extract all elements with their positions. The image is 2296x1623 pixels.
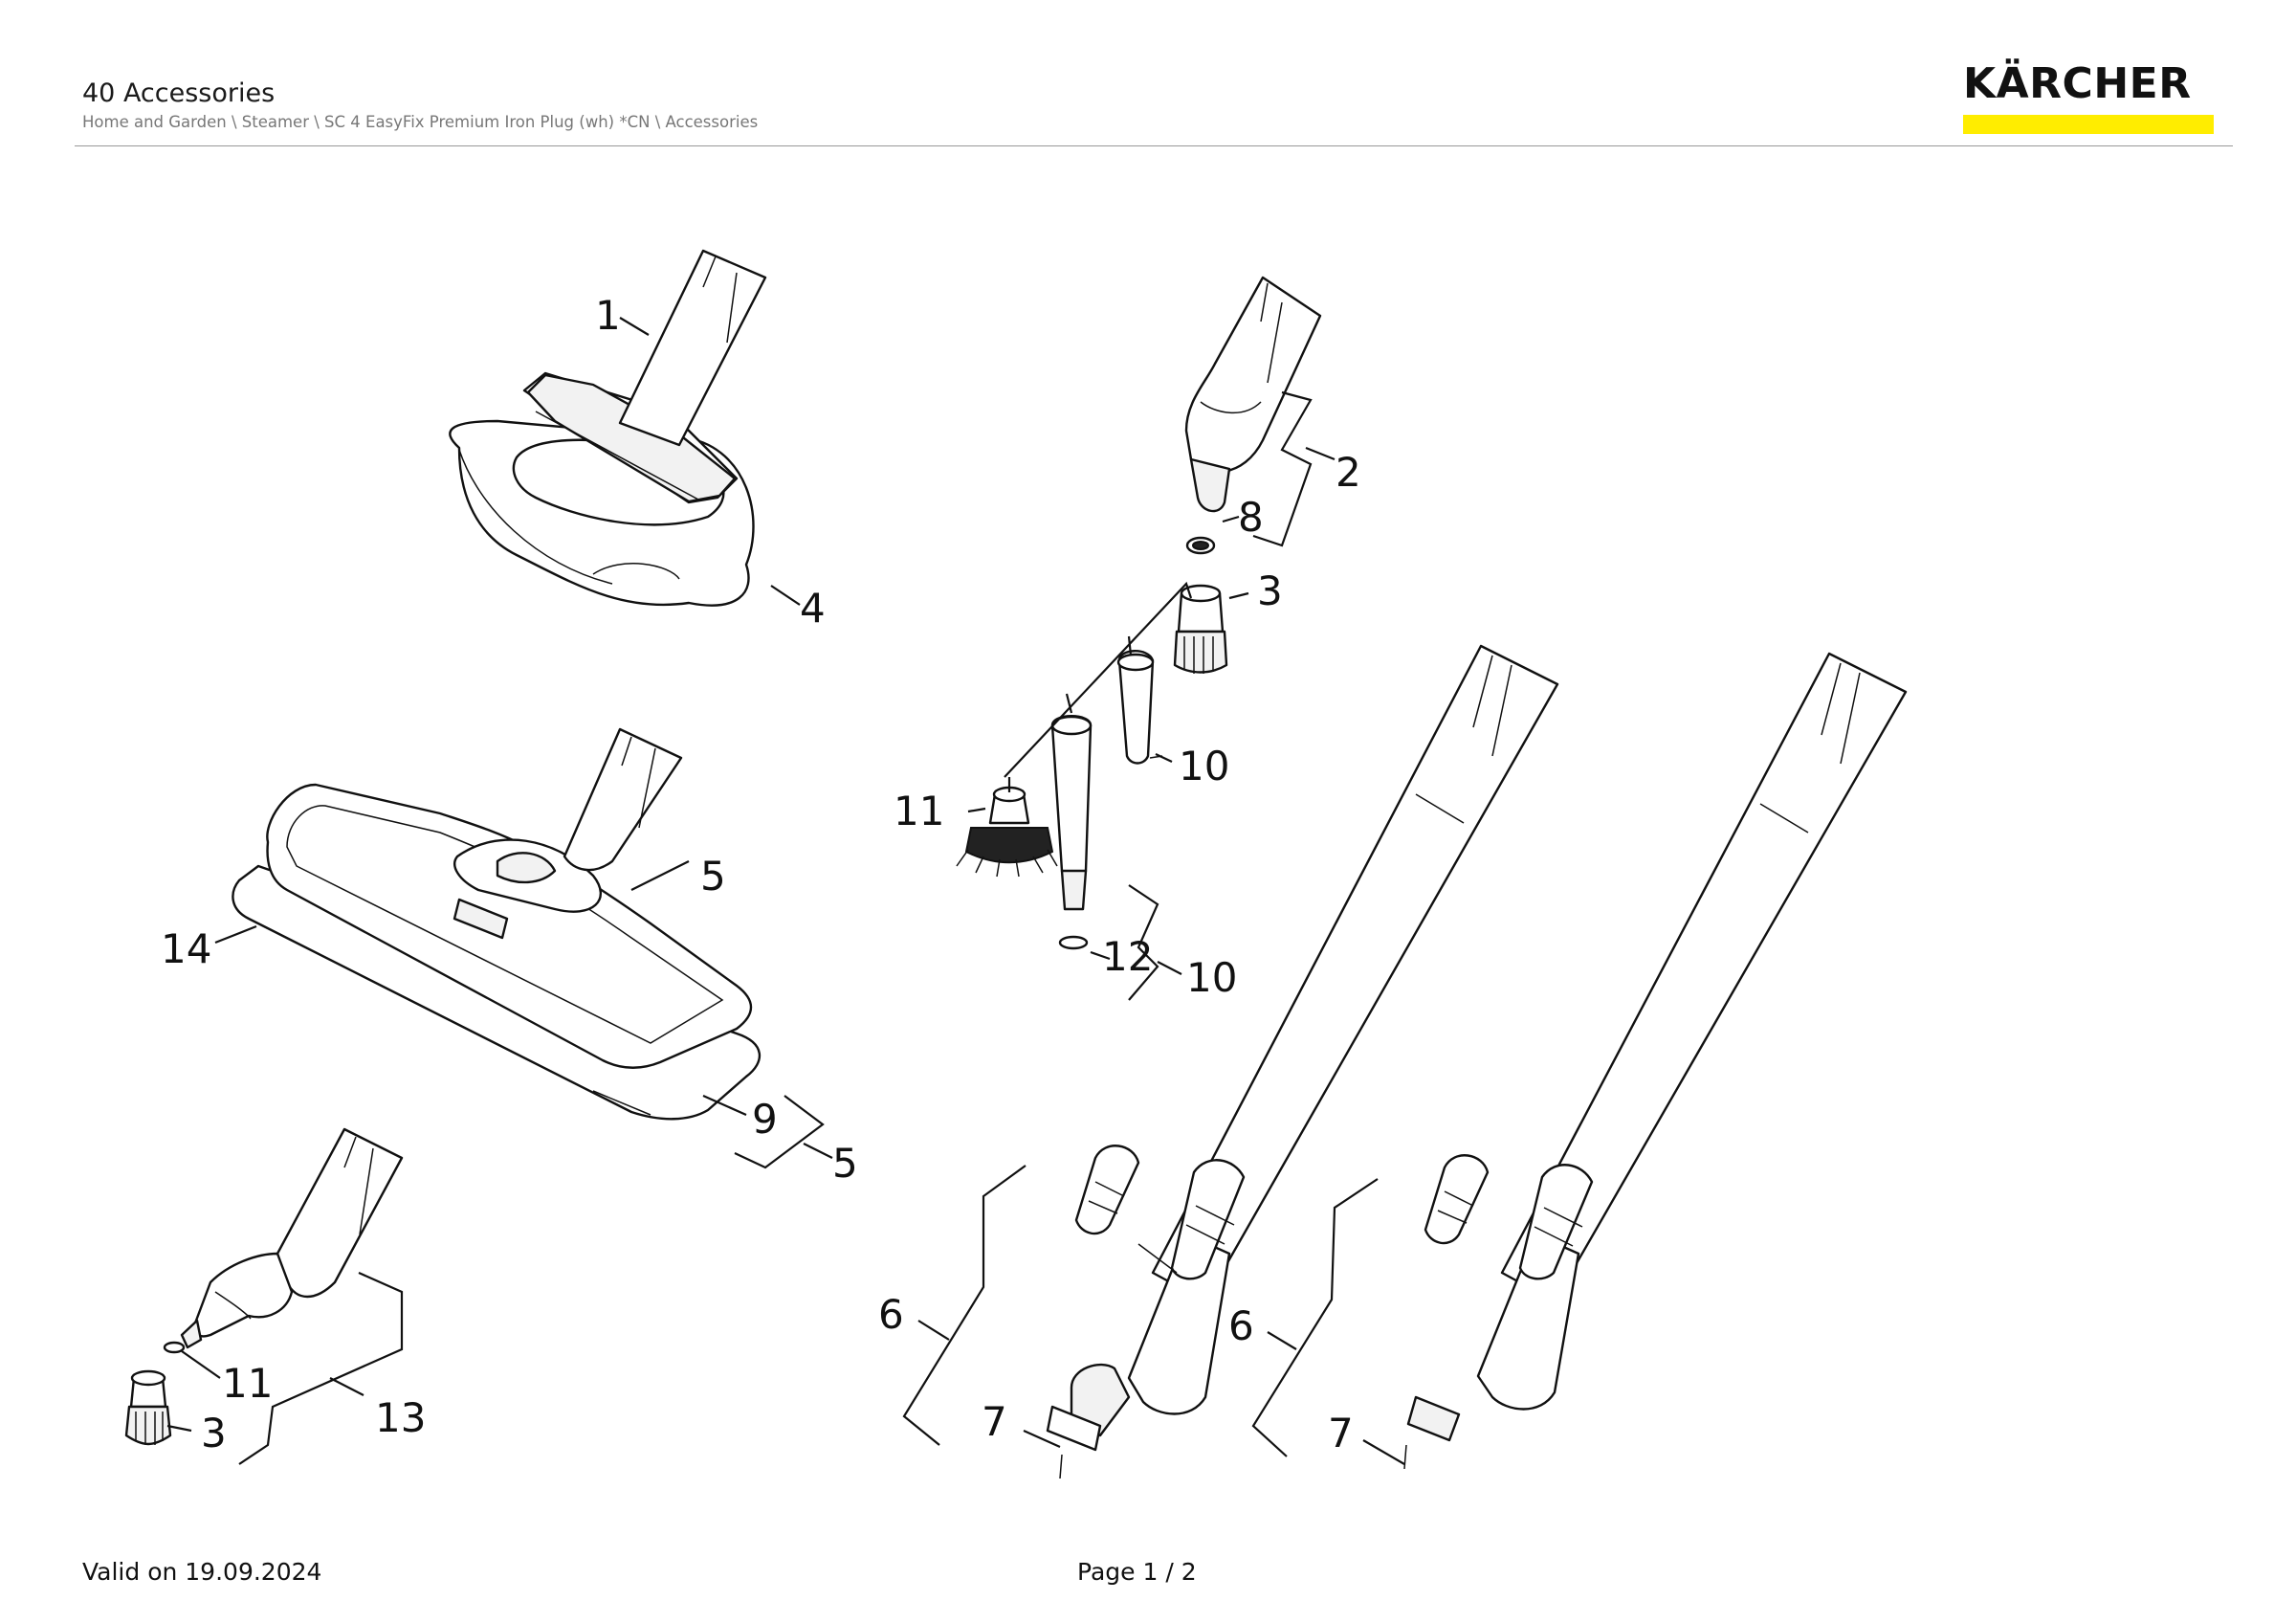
label-hand-nozzle: 1 xyxy=(595,292,621,339)
validity-date: Valid on 19.09.2024 xyxy=(82,1558,322,1586)
brand-logo-bar xyxy=(1963,115,2214,134)
extension-tube-right-drawing xyxy=(1403,652,1908,1470)
label-o-ring-nozzle: 12 xyxy=(1102,933,1153,980)
label-round-brush-lower: 3 xyxy=(201,1410,227,1456)
label-o-ring-left: 7 xyxy=(982,1398,1007,1445)
hand-nozzle-drawing xyxy=(449,249,767,607)
extension-tube-left-drawing xyxy=(1046,644,1559,1479)
part-number-labels: 1 4 2 8 3 10 11 12 10 5 14 9 5 11 13 3 6… xyxy=(161,292,1361,1456)
nozzle-set-drawing xyxy=(956,650,1163,950)
breadcrumb[interactable]: Home and Garden \ Steamer \ SC 4 EasyFix… xyxy=(82,113,759,131)
label-floor-nozzle: 5 xyxy=(700,853,726,900)
label-detail-nozzle: 2 xyxy=(1336,449,1361,496)
label-nozzle-set-lower: 10 xyxy=(1186,954,1237,1001)
leader-lines xyxy=(166,317,1405,1465)
label-o-ring-power: 11 xyxy=(222,1360,273,1407)
page-number: Page 1 / 2 xyxy=(1077,1558,1197,1586)
label-nozzle-set-upper: 10 xyxy=(1179,743,1229,789)
label-brush-black: 11 xyxy=(894,788,944,834)
brand-logo: KÄRCHER xyxy=(1963,63,2218,134)
label-floor-cloth: 9 xyxy=(752,1096,778,1143)
label-extension-tube-left: 6 xyxy=(878,1291,904,1338)
label-floor-nozzle-set: 5 xyxy=(832,1140,858,1187)
power-nozzle-drawing xyxy=(124,1127,404,1446)
label-cover: 4 xyxy=(800,585,826,632)
label-microfibre-cloth: 14 xyxy=(161,925,211,972)
brand-logo-text: KÄRCHER xyxy=(1963,59,2192,108)
label-o-ring-right: 7 xyxy=(1328,1410,1354,1456)
detail-nozzle-drawing xyxy=(1173,276,1322,674)
floor-nozzle-drawing xyxy=(232,727,762,1121)
label-extension-tube-right: 6 xyxy=(1228,1302,1254,1349)
header-divider xyxy=(75,145,2233,146)
label-power-nozzle: 13 xyxy=(375,1394,426,1441)
page-title: 40 Accessories xyxy=(82,78,276,108)
label-round-brush-upper: 3 xyxy=(1257,567,1283,614)
label-o-ring-detail: 8 xyxy=(1238,494,1264,541)
